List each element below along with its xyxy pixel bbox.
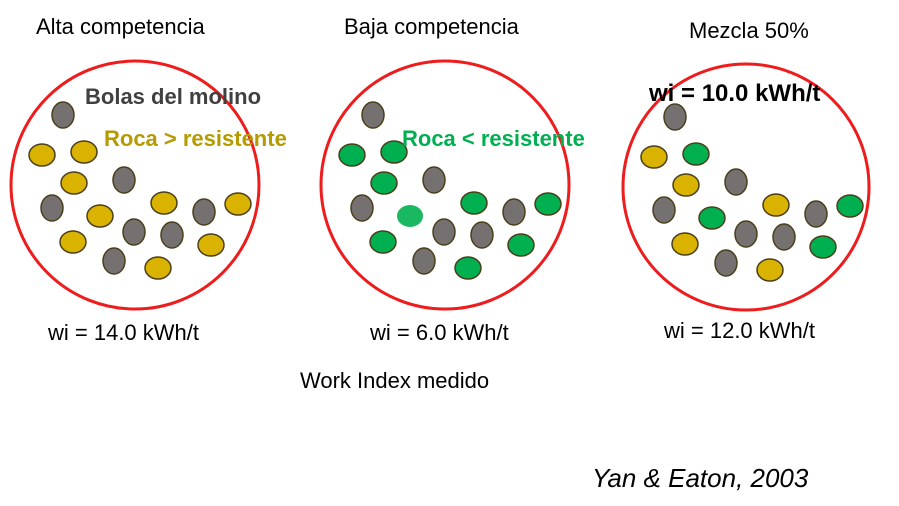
mill-circle-mix: [621, 62, 871, 312]
soft-rock-particle: [836, 194, 864, 218]
mill-circle-high: [9, 59, 261, 311]
panel-title-high: Alta competencia: [36, 14, 205, 39]
mill-ball: [160, 221, 184, 249]
hard-rock-particle: [762, 193, 790, 217]
soft-rock-particle: [369, 230, 397, 254]
mill-ball: [361, 101, 385, 129]
hard-rock-particle: [197, 233, 225, 257]
panel-mix: [621, 62, 871, 312]
mill-ball: [412, 247, 436, 275]
hard-rock-particle: [150, 191, 178, 215]
panel-high-competence: [9, 59, 261, 311]
mill-ball: [122, 218, 146, 246]
hard-rock-particle: [671, 232, 699, 256]
hard-rock-particle: [756, 258, 784, 282]
hard-rock-particle: [672, 173, 700, 197]
hard-rock-particle: [224, 192, 252, 216]
panel-title-mix: Mezcla 50%: [689, 18, 809, 43]
label-measured-work-index: Work Index medido: [300, 368, 490, 393]
hard-rock-particle: [28, 143, 56, 167]
soft-rock-particle: [809, 235, 837, 259]
wi-value-mix: wi = 12.0 kWh/t: [664, 318, 816, 343]
hard-rock-particle: [70, 140, 98, 164]
mill-ball: [652, 196, 676, 224]
soft-rock-particle: [338, 143, 366, 167]
mill-ball: [663, 103, 687, 131]
label-mill-balls: Bolas del molino: [85, 84, 262, 109]
hard-rock-particle: [640, 145, 668, 169]
soft-rock-particle: [507, 233, 535, 257]
mill-ball: [714, 249, 738, 277]
label-soft-rock: Roca < resistente: [402, 126, 585, 151]
hard-rock-particle: [86, 204, 114, 228]
soft-rock-particle: [682, 142, 710, 166]
soft-rock-particle: [380, 140, 408, 164]
mill-ball: [112, 166, 136, 194]
wi-value-low: wi = 6.0 kWh/t: [370, 320, 509, 345]
label-hard-rock: Roca > resistente: [104, 126, 287, 151]
soft-rock-particle: [397, 205, 423, 227]
soft-rock-particle: [460, 191, 488, 215]
mill-ball: [734, 220, 758, 248]
mill-ball: [772, 223, 796, 251]
hard-rock-particle: [60, 171, 88, 195]
soft-rock-particle: [698, 206, 726, 230]
mill-ball: [724, 168, 748, 196]
mill-circle-low: [319, 59, 571, 311]
mill-ball: [40, 194, 64, 222]
mill-ball: [804, 200, 828, 228]
mill-ball: [422, 166, 446, 194]
mill-ball: [350, 194, 374, 222]
hard-rock-particle: [144, 256, 172, 280]
mill-ball: [51, 101, 75, 129]
soft-rock-particle: [534, 192, 562, 216]
mill-ball: [102, 247, 126, 275]
soft-rock-particle: [370, 171, 398, 195]
panel-title-low: Baja competencia: [344, 14, 519, 39]
mill-ball: [502, 198, 526, 226]
mill-ball: [470, 221, 494, 249]
mill-ball: [432, 218, 456, 246]
wi-value-high: wi = 14.0 kWh/t: [48, 320, 200, 345]
hard-rock-particle: [59, 230, 87, 254]
citation: Yan & Eaton, 2003: [592, 463, 809, 493]
panel-low-competence: [319, 59, 571, 311]
soft-rock-particle: [454, 256, 482, 280]
mill-ball: [192, 198, 216, 226]
label-expected-wi: wi = 10.0 kWh/t: [649, 80, 821, 107]
